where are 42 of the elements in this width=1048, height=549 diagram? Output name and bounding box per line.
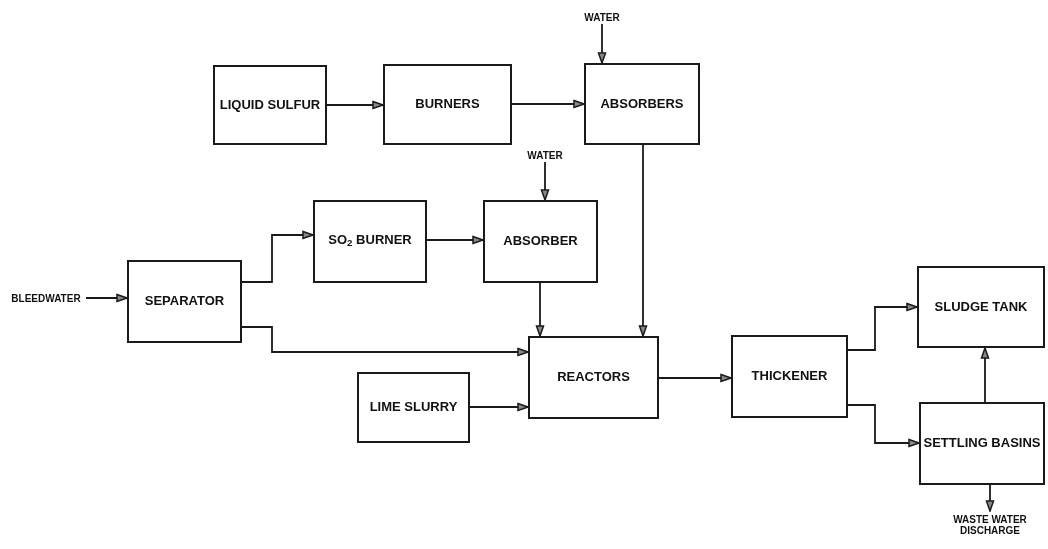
arrow [85, 293, 128, 303]
process-box [313, 200, 427, 283]
arrow [847, 302, 918, 351]
box-label: SETTLING BASINS [923, 436, 1041, 451]
process-box [483, 200, 598, 283]
box-label: REACTORS [557, 370, 630, 385]
process-box [383, 64, 512, 145]
process-box [584, 63, 700, 145]
arrow [658, 373, 732, 383]
process-box [731, 335, 848, 418]
arrow [985, 484, 995, 512]
box-label: LIME SLURRY [369, 400, 458, 415]
arrow [540, 161, 550, 201]
arrow [511, 99, 585, 109]
process-box [127, 260, 242, 343]
box-label: ABSORBERS [600, 96, 684, 112]
process-box [917, 266, 1045, 348]
arrow [469, 402, 529, 412]
box-label: ABSORBER [503, 234, 578, 249]
arrow [535, 282, 545, 337]
process-box [213, 65, 327, 145]
stream-label: BLEEDWATER [11, 293, 81, 304]
box-label: LIQUID SULFUR [219, 97, 321, 113]
arrow [241, 326, 529, 357]
arrow [241, 230, 314, 283]
stream-label: WASTE WATER DISCHARGE [952, 514, 1028, 536]
arrow [426, 235, 484, 245]
arrow [980, 347, 990, 403]
process-box [528, 336, 659, 419]
arrow [597, 23, 607, 64]
process-box [919, 402, 1045, 485]
box-label: BURNERS [415, 97, 480, 112]
box-label: SO$_{2}$ BURNER [328, 233, 412, 250]
box-label: THICKENER [751, 369, 828, 384]
process-box [357, 372, 470, 443]
arrow [847, 404, 920, 448]
stream-label: WATER [584, 11, 620, 23]
arrow [638, 144, 648, 337]
arrow [326, 100, 384, 110]
stream-label: WATER [527, 149, 563, 161]
box-label: SLUDGE TANK [934, 299, 1028, 315]
box-label: SEPARATOR [144, 294, 225, 309]
